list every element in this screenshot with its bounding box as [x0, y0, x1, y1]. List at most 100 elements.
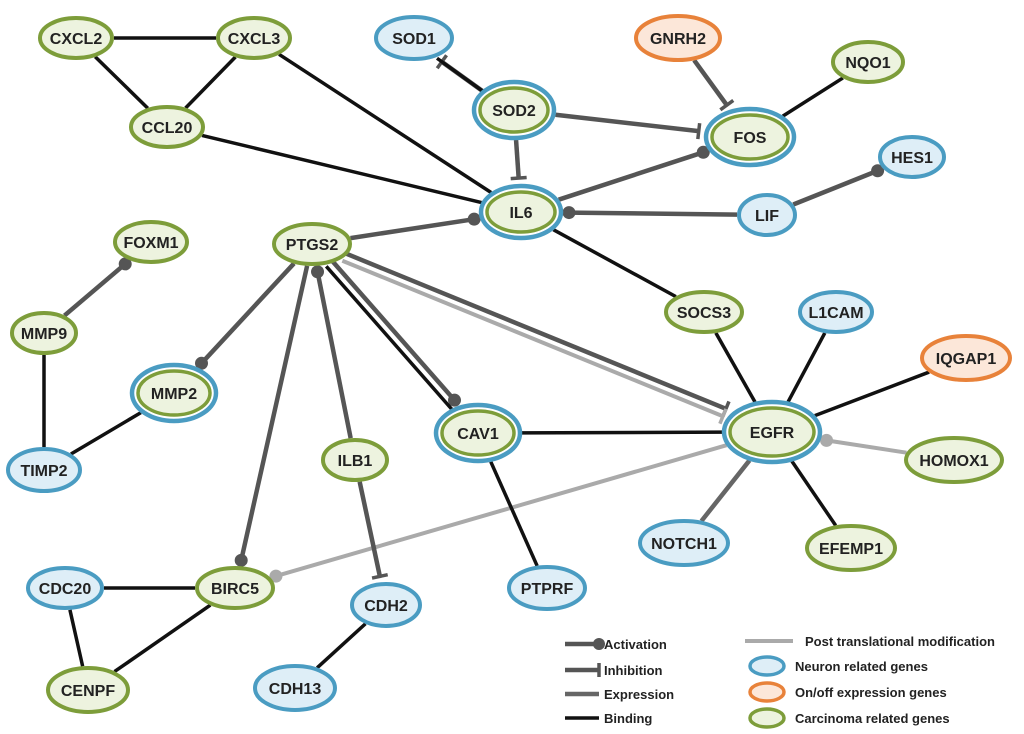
gene-node-cav1[interactable]: CAV1 [433, 402, 523, 464]
gene-node-fos[interactable]: FOS [703, 106, 797, 168]
gene-label: CENPF [61, 683, 115, 700]
gene-node-cenpf[interactable]: CENPF [46, 666, 130, 714]
gene-label: CDH13 [269, 681, 322, 698]
inhibition-head [696, 122, 702, 140]
gene-node-cxcl2[interactable]: CXCL2 [38, 16, 114, 60]
gene-node-nqo1[interactable]: NQO1 [831, 40, 905, 84]
edge-ptm_act-egfr-birc5 [269, 443, 728, 583]
edges-layer [42, 36, 930, 674]
gene-node-il6[interactable]: IL6 [478, 183, 564, 241]
activation-head [234, 553, 248, 567]
gene-label: CAV1 [457, 426, 499, 443]
activation-head [820, 433, 834, 447]
edge-activation-ilb1-ptgs2 [311, 265, 353, 439]
gene-node-sod1[interactable]: SOD1 [374, 15, 454, 61]
gene-label: MMP2 [151, 386, 197, 403]
edge-binding-cdh2-cdh13 [315, 622, 367, 670]
inhibition-head [719, 98, 735, 112]
edge-expression-egfr-notch1 [699, 459, 752, 523]
edge-ptm_act-homox1-egfr [820, 433, 907, 455]
gene-node-lif[interactable]: LIF [737, 193, 797, 237]
edge-inhibition-sod2-il6 [510, 139, 527, 181]
gene-node-birc5[interactable]: BIRC5 [195, 566, 275, 610]
gene-node-ptprf[interactable]: PTPRF [507, 565, 587, 611]
edge-binding-cav1-egfr [521, 430, 723, 435]
edge-activation-il6-fos [557, 145, 710, 202]
legend-label: Neuron related genes [795, 659, 928, 674]
gene-node-cdc20[interactable]: CDC20 [26, 566, 104, 610]
gene-label: IQGAP1 [936, 351, 997, 368]
gene-node-hes1[interactable]: HES1 [878, 135, 946, 179]
edge-activation-mmp9-foxm1 [63, 257, 132, 318]
gene-label: NQO1 [845, 55, 890, 72]
gene-label: IL6 [509, 205, 532, 222]
gene-node-cdh2[interactable]: CDH2 [350, 582, 422, 628]
gene-node-notch1[interactable]: NOTCH1 [638, 519, 730, 567]
gene-label: CXCL2 [50, 31, 103, 48]
edge-binding-timp2-mmp2 [70, 411, 142, 456]
edge-activation-ptgs2-mmp2 [195, 261, 296, 370]
legend-label: Carcinoma related genes [795, 711, 950, 726]
activation-head [467, 212, 481, 226]
gene-label: CXCL3 [228, 31, 281, 48]
legend-item-binding: Binding [565, 711, 652, 726]
gene-label: EGFR [750, 425, 795, 442]
legend-label: Expression [604, 687, 674, 702]
edge-activation-ptgs2-il6 [350, 212, 481, 241]
edge-activation-lif-hes1 [792, 164, 885, 207]
activation-head [118, 257, 132, 271]
gene-label: EFEMP1 [819, 541, 883, 558]
legend-item-neuron: Neuron related genes [748, 655, 928, 677]
gene-node-iqgap1[interactable]: IQGAP1 [920, 334, 1012, 382]
edge-binding-ptgs2-cav1 [324, 265, 454, 412]
edge-binding-cxcl3-il6 [278, 52, 493, 194]
gene-node-cxcl3[interactable]: CXCL3 [216, 16, 292, 60]
gene-node-cdh13[interactable]: CDH13 [253, 664, 337, 712]
gene-node-foxm1[interactable]: FOXM1 [113, 220, 189, 264]
legend-label: On/off expression genes [795, 685, 947, 700]
legend-item-activation: Activation [565, 637, 667, 652]
legend-label: Post translational modification [805, 634, 995, 649]
edge-binding-l1cam-egfr [786, 332, 827, 403]
gene-node-l1cam[interactable]: L1CAM [798, 290, 874, 334]
edge-binding-sod1-sod2 [435, 56, 484, 93]
edge-binding-il6-socs3 [552, 228, 677, 299]
gene-node-efemp1[interactable]: EFEMP1 [805, 524, 897, 572]
legend-label: Binding [604, 711, 652, 726]
gene-node-mmp9[interactable]: MMP9 [10, 311, 78, 355]
edge-inhibition-gnrh2-fos [692, 58, 735, 112]
gene-node-socs3[interactable]: SOCS3 [664, 290, 744, 334]
gene-node-ccl20[interactable]: CCL20 [129, 105, 205, 149]
edge-inhibition-sod2-fos [555, 112, 702, 140]
legend-label: Inhibition [604, 663, 663, 678]
edge-activation-ptgs2-cav1 [330, 259, 462, 407]
legend-label: Activation [604, 637, 667, 652]
gene-node-mmp2[interactable]: MMP2 [129, 362, 219, 424]
inhibition-head [510, 175, 527, 181]
gene-node-sod2[interactable]: SOD2 [471, 79, 557, 141]
gene-node-egfr[interactable]: EGFR [721, 399, 823, 465]
gene-label: PTPRF [521, 581, 574, 598]
edge-activation-ptgs2-birc5 [234, 265, 310, 567]
edge-binding-fos-nqo1 [781, 76, 844, 118]
activation-head [269, 569, 283, 583]
gene-node-homox1[interactable]: HOMOX1 [904, 436, 1004, 484]
gene-label: SOD2 [492, 103, 536, 120]
legend-item-inhibition: Inhibition [565, 663, 663, 678]
inhibition-head [718, 408, 728, 425]
edge-binding-cdc20-cenpf [68, 609, 85, 667]
edge-binding-iqgap1-egfr [814, 370, 930, 418]
gene-node-ilb1[interactable]: ILB1 [321, 438, 389, 482]
legend-item-onoff: On/off expression genes [748, 681, 947, 703]
edge-inhibition-ptgs2-egfr [344, 251, 731, 417]
gene-label: PTGS2 [286, 237, 339, 254]
gene-node-ptgs2[interactable]: PTGS2 [272, 222, 352, 266]
activation-head [562, 206, 576, 220]
activation-head [696, 145, 710, 159]
gene-label: HOMOX1 [919, 453, 988, 470]
gene-node-timp2[interactable]: TIMP2 [6, 447, 82, 493]
gene-node-gnrh2[interactable]: GNRH2 [634, 14, 722, 62]
edge-binding-cxcl3-ccl20 [184, 55, 237, 110]
